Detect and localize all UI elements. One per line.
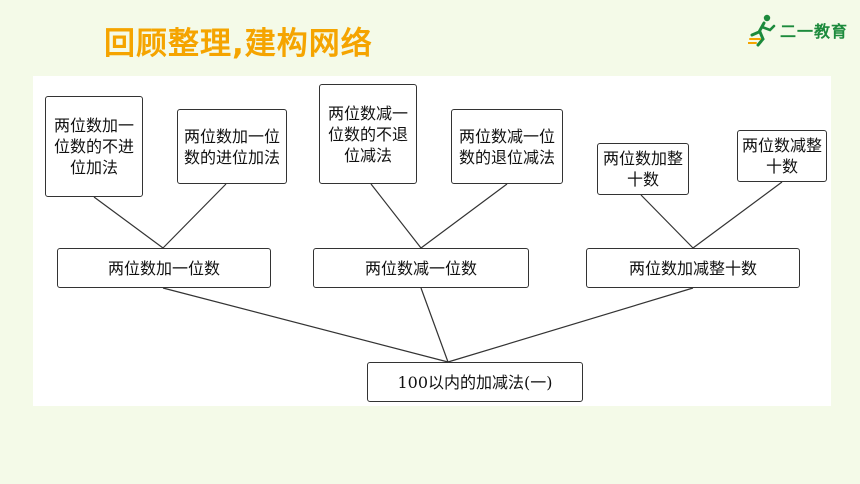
- diagram-panel: 两位数加一位数的不进位加法 两位数加一位数的进位加法 两位数减一位数的不退位减法…: [33, 76, 831, 406]
- leaf-node: 两位数减整十数: [737, 130, 827, 182]
- branch-node: 两位数加一位数: [57, 248, 271, 288]
- brand-logo: 二一教育: [748, 12, 848, 48]
- connector-lines: [93, 181, 783, 363]
- connector-leaf3: [370, 183, 422, 249]
- connector-branch3: [447, 287, 694, 363]
- connector-branch2: [420, 287, 449, 363]
- leaf-node: 两位数减一位数的退位减法: [451, 109, 563, 184]
- leaf-node: 两位数加一位数的不进位加法: [45, 96, 143, 197]
- leaf-node: 两位数加整十数: [597, 143, 689, 195]
- branch-node: 两位数减一位数: [313, 248, 529, 288]
- connector-leaf4: [420, 183, 508, 249]
- logo-text: 二一教育: [780, 22, 849, 41]
- branch-node: 两位数加减整十数: [586, 248, 800, 288]
- connector-leaf5: [640, 194, 694, 249]
- leaf-node: 两位数加一位数的进位加法: [177, 109, 287, 184]
- page-title: 回顾整理,建构网络: [104, 26, 373, 62]
- connector-leaf1: [93, 196, 164, 249]
- leaf-node: 两位数减一位数的不退位减法: [319, 84, 417, 184]
- connector-leaf6: [692, 181, 783, 249]
- connector-leaf2: [162, 183, 227, 249]
- root-node: 100以内的加减法(一): [367, 362, 583, 402]
- runner-icon: [748, 14, 776, 47]
- connector-branch1: [162, 287, 449, 363]
